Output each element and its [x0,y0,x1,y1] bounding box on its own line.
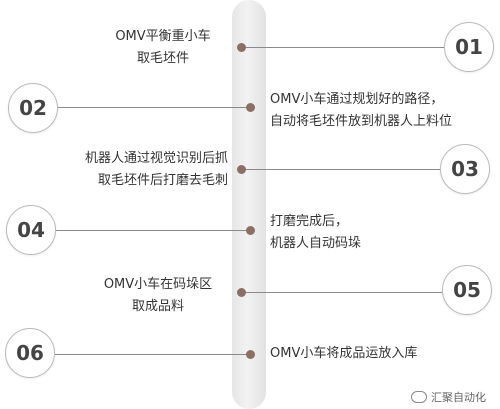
step-01-text: OMV平衡重小车 取毛坯件 [100,26,226,70]
step-05-badge: 05 [442,265,492,315]
step-03-badge: 03 [440,144,490,194]
step-03-text: 机器人通过视觉识别后抓 取毛坯件后打磨去毛刺 [40,148,228,192]
step-02-dot [246,103,255,112]
step-06-text: OMV小车将成品运放入库 [270,343,417,365]
step-01-badge: 01 [444,22,494,72]
step-04-text: 打磨完成后， 机器人自动码垛 [270,211,361,255]
step-06-line1: OMV小车将成品运放入库 [270,346,418,361]
step-06-connector [55,354,246,355]
step-04-badge: 04 [6,205,56,255]
step-04-line1: 打磨完成后， [270,214,349,229]
step-05-line1: OMV小车在码垛区 [103,277,213,292]
watermark-text: 汇聚自动化 [431,391,486,404]
step-05-connector [246,292,442,293]
step-04-dot [246,226,255,235]
step-03-connector [246,169,440,170]
step-04-line2: 机器人自动码垛 [270,236,362,251]
step-05-text: OMV小车在码垛区 取成品料 [88,274,228,318]
step-03-line1: 机器人通过视觉识别后抓 [84,151,228,166]
step-02-connector [58,107,246,108]
step-06-dot [246,350,255,359]
timeline-spine [232,0,266,409]
step-02-text: OMV小车通过规划好的路径， 自动将毛坯件放到机器人上料位 [270,89,452,133]
step-01-connector [246,47,444,48]
step-05-dot [237,288,246,297]
step-01-line1: OMV平衡重小车 [115,29,211,44]
step-02-line2: 自动将毛坯件放到机器人上料位 [270,114,453,129]
watermark: 汇聚自动化 [411,389,486,405]
step-06-badge: 06 [5,328,55,378]
step-05-line2: 取成品料 [131,299,184,314]
step-01-line2: 取毛坯件 [136,51,189,66]
step-04-connector [56,230,246,231]
step-03-dot [237,165,246,174]
wechat-icon [411,391,427,403]
step-01-dot [237,43,246,52]
step-03-line2: 取毛坯件后打磨去毛刺 [97,173,228,188]
step-02-badge: 02 [8,83,58,133]
step-02-line1: OMV小车通过规划好的路径， [270,92,444,107]
